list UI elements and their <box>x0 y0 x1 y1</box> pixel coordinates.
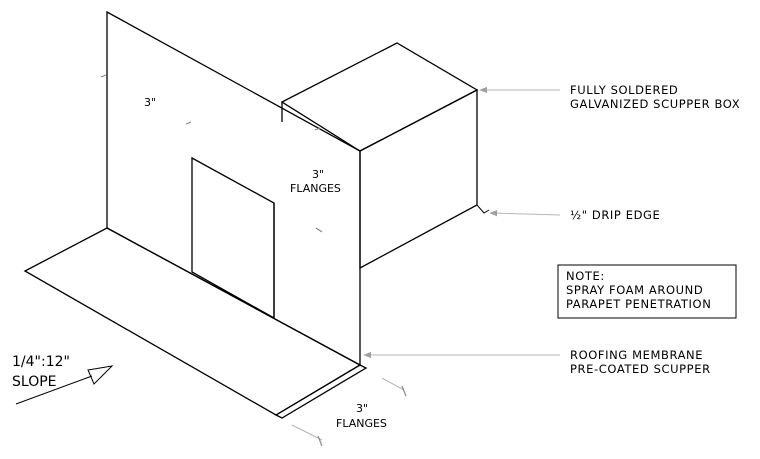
scupper-box-top <box>280 42 479 152</box>
note-line-2: PARAPET PENETRATION <box>566 297 711 311</box>
wall-opening <box>191 156 275 320</box>
drip-edge-lip <box>476 204 490 214</box>
wall-height-dimension: 3" <box>144 96 156 109</box>
scupper-box-front <box>359 88 478 270</box>
flanges-lower-value: 3" <box>356 402 368 415</box>
leader-drip-edge <box>489 210 561 217</box>
flanges-upper-value: 3" <box>312 168 324 181</box>
flanges-lower-word: FLANGES <box>336 417 387 430</box>
scupper-box-label-1: FULLY SOLDERED <box>570 83 678 97</box>
slope-arrow <box>15 365 114 405</box>
flanges-upper-mask <box>286 166 350 196</box>
note-title: NOTE: <box>566 269 605 283</box>
base-flange <box>23 227 368 419</box>
slope-arrow-icon <box>87 365 114 385</box>
base-flange-edge <box>274 364 368 419</box>
scupper-box <box>280 42 490 270</box>
membrane-label-2: PRE-COATED SCUPPER <box>570 362 711 376</box>
flanges-upper-word: FLANGES <box>290 182 341 195</box>
note-line-1: SPRAY FOAM AROUND <box>566 283 703 297</box>
slope-word: SLOPE <box>12 374 57 390</box>
dimension-ticks <box>100 74 407 447</box>
leader-lines <box>363 86 561 359</box>
membrane-label-1: ROOFING MEMBRANE <box>570 348 703 362</box>
drip-edge-label: ½" DRIP EDGE <box>570 208 660 222</box>
scupper-box-label-2: GALVANIZED SCUPPER BOX <box>570 97 740 111</box>
note-box <box>557 264 737 319</box>
slope-value: 1/4":12" <box>12 354 70 370</box>
